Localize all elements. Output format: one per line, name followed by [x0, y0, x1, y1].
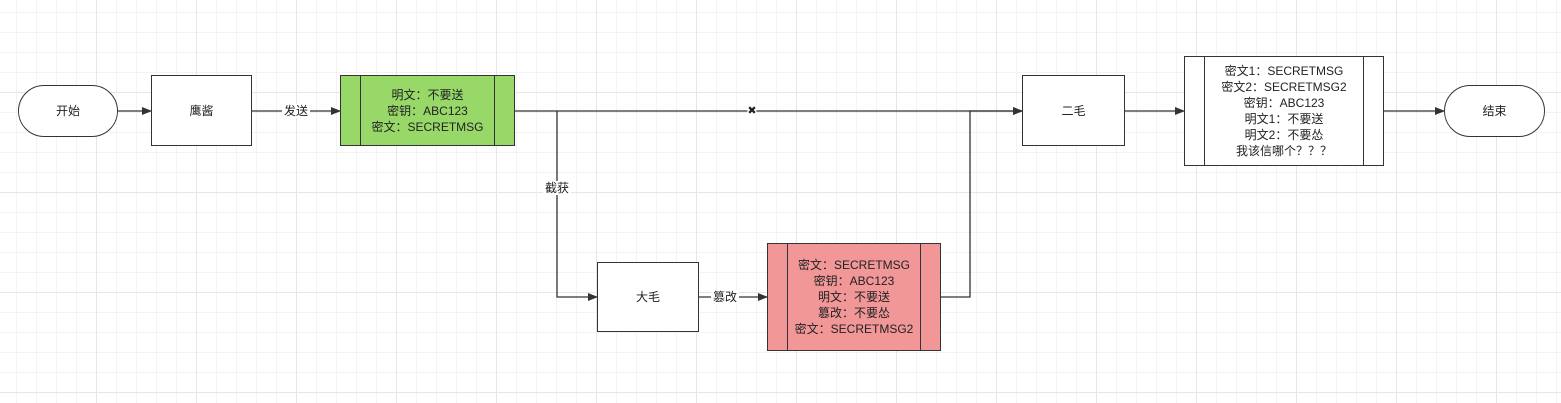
ermao-label: 二毛	[1061, 103, 1086, 118]
tampered-line-2: 密钥：ABC123	[813, 274, 895, 288]
edge-tampered-to-ermao	[941, 107, 1023, 298]
message-lines: 明文：不要送 密钥：ABC123 密文：SECRETMSG	[371, 87, 483, 135]
result-line-6: 我该信哪个？？？	[1235, 144, 1332, 158]
yingjiang-node[interactable]: 鹰酱	[151, 75, 252, 146]
damao-node[interactable]: 大毛	[597, 262, 699, 332]
yingjiang-label: 鹰酱	[189, 103, 214, 118]
edge-message-to-damao	[556, 111, 598, 301]
damao-label: 大毛	[635, 290, 660, 304]
tampered-line-3: 明文：不要送	[817, 290, 890, 304]
result-line-4: 明文1：不要送	[1244, 112, 1324, 126]
tampered-node[interactable]: 密文：SECRETMSG 密钥：ABC123 明文：不要送 篡改：不要怂 密文：…	[767, 243, 941, 351]
message-line-1: 明文：不要送	[391, 87, 464, 102]
tampered-lines: 密文：SECRETMSG 密钥：ABC123 明文：不要送 篡改：不要怂 密文：…	[795, 257, 914, 337]
start-label: 开始	[55, 104, 80, 118]
tampered-line-4: 篡改：不要怂	[817, 306, 890, 320]
result-node[interactable]: 密文1：SECRETMSG 密文2：SECRETMSG2 密钥：ABC123 明…	[1184, 56, 1384, 166]
send-edge-label: 发送	[281, 104, 311, 118]
result-line-1: 密文1：SECRETMSG	[1224, 64, 1344, 78]
end-node[interactable]: 结束	[1444, 85, 1545, 137]
tampered-line-1: 密文：SECRETMSG	[797, 258, 910, 272]
ermao-node[interactable]: 二毛	[1022, 75, 1125, 146]
end-label: 结束	[1482, 104, 1507, 118]
message-node[interactable]: 明文：不要送 密钥：ABC123 密文：SECRETMSG	[340, 75, 515, 146]
start-node[interactable]: 开始	[18, 85, 118, 137]
result-line-3: 密钥：ABC123	[1243, 96, 1325, 110]
tampered-line-5: 密文：SECRETMSG2	[794, 322, 914, 336]
result-line-2: 密文2：SECRETMSG2	[1221, 80, 1347, 94]
intercept-edge-label: 截获	[542, 181, 572, 195]
message-line-2: 密钥：ABC123	[387, 103, 468, 118]
result-lines: 密文1：SECRETMSG 密文2：SECRETMSG2 密钥：ABC123 明…	[1221, 63, 1346, 159]
tamper-edge-label: 篡改	[710, 290, 740, 304]
message-line-3: 密文：SECRETMSG	[371, 119, 484, 134]
result-line-5: 明文2：不要怂	[1244, 128, 1324, 142]
blocked-x-icon: ✖	[747, 104, 757, 118]
